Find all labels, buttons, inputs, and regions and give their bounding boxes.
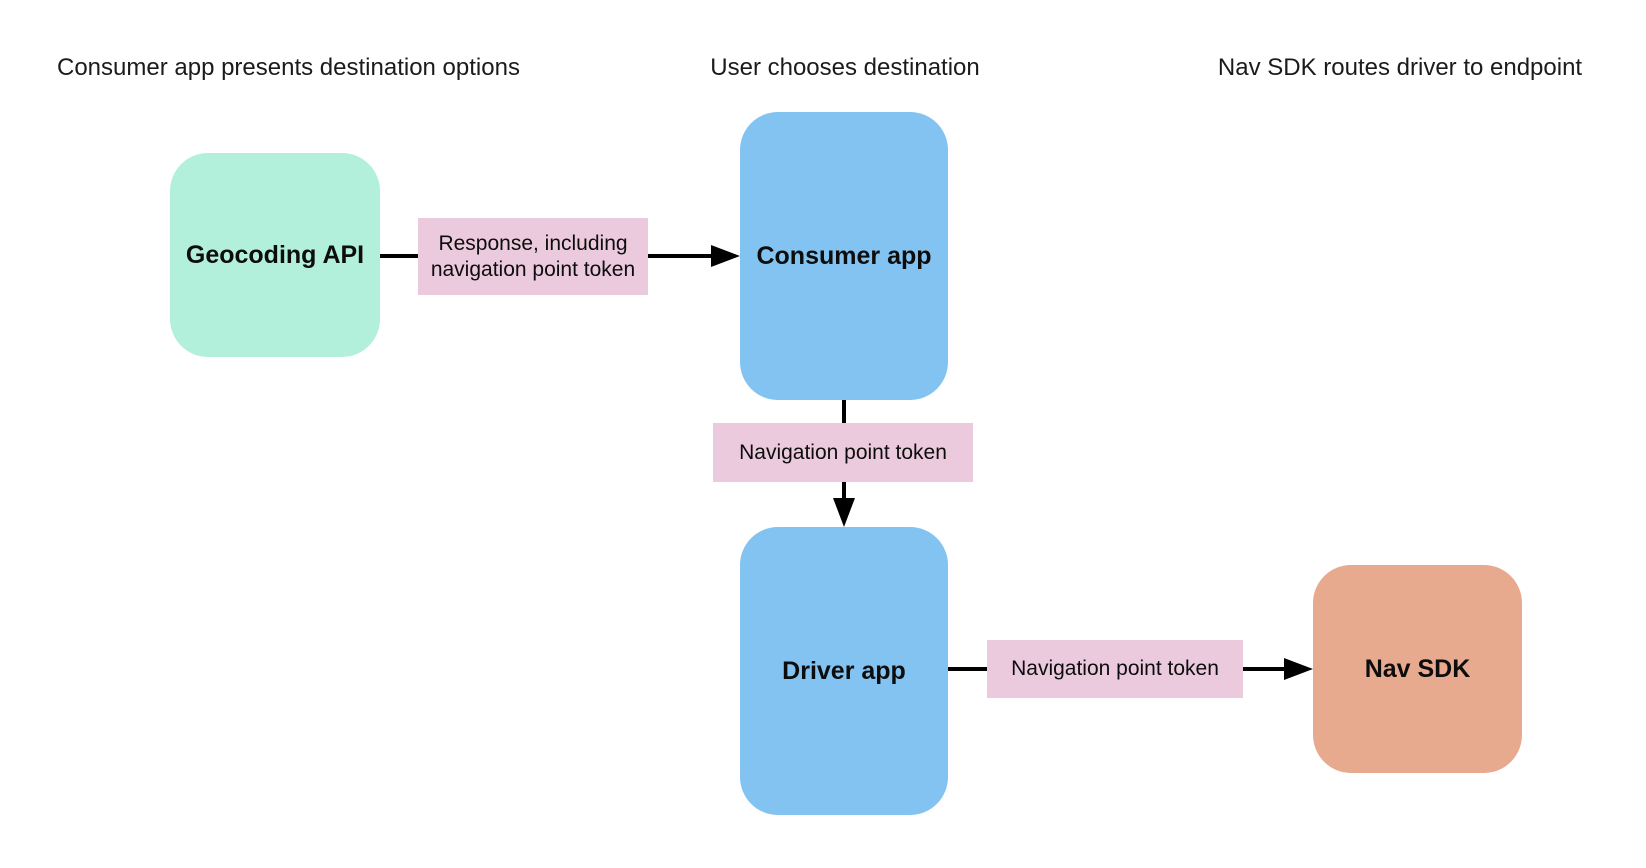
node-consumer-app: Consumer app (740, 112, 948, 400)
node-driver-app-label: Driver app (782, 656, 906, 685)
column-header-navsdk-routes: Nav SDK routes driver to endpoint (1217, 54, 1583, 81)
column-header-consumer-presents: Consumer app presents destination option… (57, 54, 520, 81)
edge-label-navigation-point-token-consumer-driver: Navigation point token (713, 423, 973, 482)
node-consumer-app-label: Consumer app (756, 241, 932, 270)
node-nav-sdk: Nav SDK (1313, 565, 1522, 773)
edge-label-navigation-point-token-driver-navsdk: Navigation point token (987, 640, 1243, 698)
edge-label-text: Response, including navigation point tok… (430, 231, 636, 281)
node-driver-app: Driver app (740, 527, 948, 815)
edge-label-text: Navigation point token (1011, 657, 1219, 681)
column-header-user-chooses: User chooses destination (710, 54, 980, 81)
edge-label-response-including-navigation-point-token: Response, including navigation point tok… (418, 218, 648, 295)
node-geocoding-api: Geocoding API (170, 153, 380, 357)
node-nav-sdk-label: Nav SDK (1364, 654, 1471, 683)
node-geocoding-api-label: Geocoding API (185, 240, 365, 269)
edge-label-text: Navigation point token (739, 440, 947, 464)
